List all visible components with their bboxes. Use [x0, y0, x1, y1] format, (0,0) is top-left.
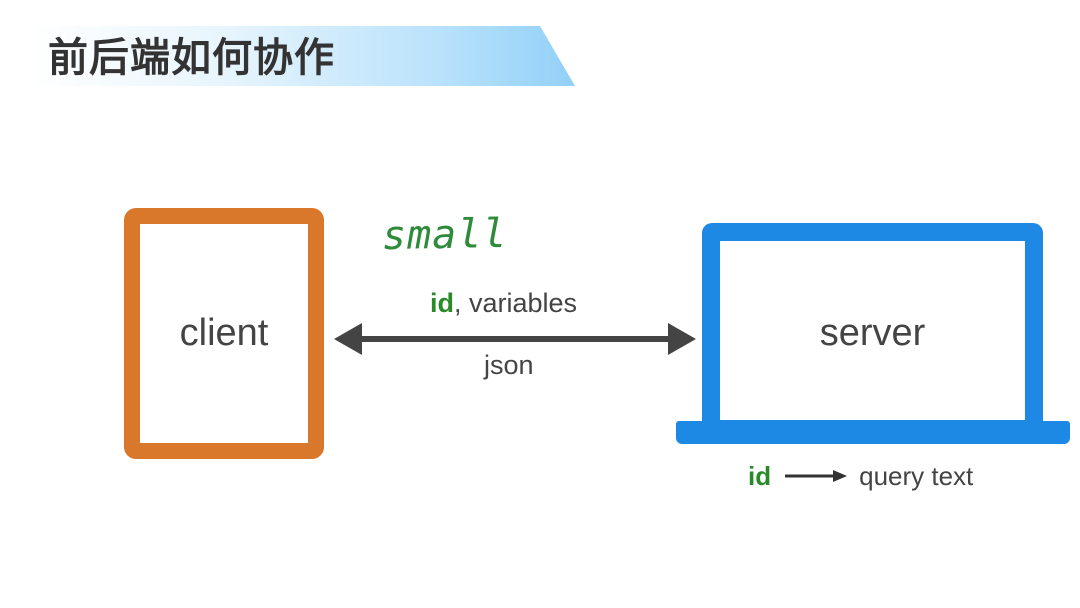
request-id: id	[430, 288, 454, 318]
slide-title: 前后端如何协作	[48, 35, 335, 81]
server-mapping: id query text	[748, 460, 973, 492]
client-label: client	[179, 312, 269, 354]
server-laptop-base	[676, 421, 1070, 444]
right-arrow-icon	[785, 470, 848, 482]
title-banner	[30, 26, 575, 86]
small-annotation: small	[381, 210, 508, 260]
mapping-id: id	[748, 460, 772, 491]
arrow-head-left	[334, 323, 362, 355]
response-label: json	[484, 350, 534, 380]
client-device-icon	[124, 208, 324, 459]
arrow-head-right	[668, 323, 696, 355]
server-laptop-icon	[702, 223, 1043, 428]
server-label: server	[819, 312, 926, 354]
request-variables: , variables	[454, 288, 578, 318]
request-label: id, variables	[430, 288, 577, 319]
double-arrow-icon	[334, 323, 696, 355]
mapping-target: query text	[859, 460, 974, 491]
